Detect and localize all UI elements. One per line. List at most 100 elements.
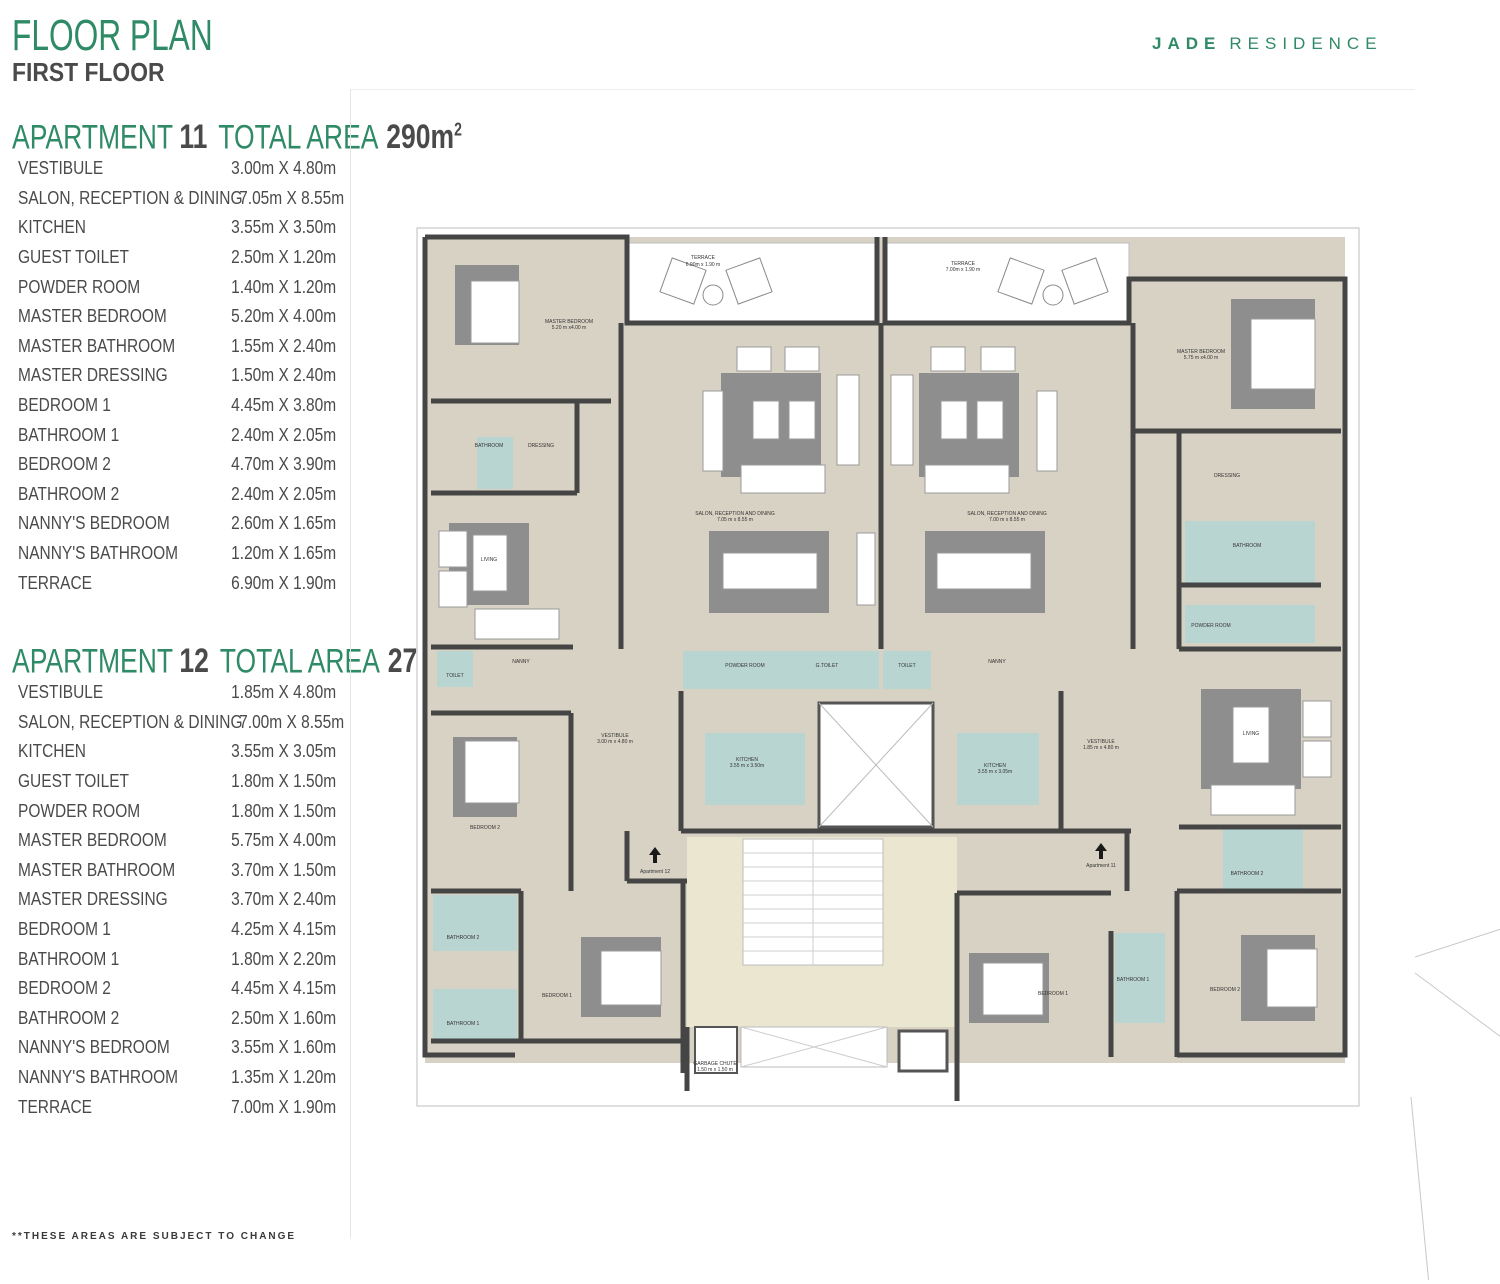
room-name: BEDROOM 2 xyxy=(18,978,111,999)
label-bathroom1-left: BATHROOM 1 xyxy=(447,1021,480,1027)
room-name: NANNY'S BATHROOM xyxy=(18,543,179,564)
label-terrace-left-dim: 6.90m x 1.90 m xyxy=(686,262,720,268)
brand-name-light: RESIDENCE xyxy=(1229,34,1383,53)
room-dimensions: 2.40m X 2.05m xyxy=(231,483,337,504)
room-labels: TERRACE 6.90m x 1.90 m TERRACE 7.00m x 1… xyxy=(446,255,1263,1073)
room-dimensions: 6.90m X 1.90m xyxy=(231,572,337,593)
label-vestibule-right: VESTIBULE xyxy=(1087,739,1115,745)
room-row: KITCHEN 3.55m X 3.05m xyxy=(12,737,342,767)
room-row: VESTIBULE 1.85m X 4.80m xyxy=(12,678,342,708)
room-name: MASTER BEDROOM xyxy=(18,306,167,327)
label-bedroom2-left: BEDROOM 2 xyxy=(470,825,500,831)
room-name: VESTIBULE xyxy=(18,158,104,179)
garbage-chute xyxy=(694,1026,738,1074)
disclaimer-note: **THESE AREAS ARE SUBJECT TO CHANGE xyxy=(12,1231,297,1242)
room-name: POWDER ROOM xyxy=(18,800,141,821)
stair-treads xyxy=(743,839,883,965)
label-master-right: MASTER BEDROOM xyxy=(1177,349,1225,355)
room-dimensions: 1.40m X 1.20m xyxy=(231,276,337,297)
apartment-label: APARTMENT xyxy=(12,118,174,157)
label-garbage-dim: 1.50 m x 1.50 m xyxy=(697,1067,733,1073)
room-dimensions: 1.80m X 2.20m xyxy=(231,948,337,969)
label-apartment12-entry: Apartment 12 xyxy=(640,869,670,875)
room-dimensions: 1.80m X 1.50m xyxy=(231,800,337,821)
brand-logo: JADE RESIDENCE xyxy=(1152,34,1383,54)
room-name: BEDROOM 1 xyxy=(18,919,111,940)
room-dimensions: 1.50m X 2.40m xyxy=(231,365,337,386)
room-dimensions: 4.45m X 3.80m xyxy=(231,395,337,416)
label-gtoilet: G.TOILET xyxy=(816,663,839,669)
room-dimensions: 4.45m X 4.15m xyxy=(231,978,337,999)
room-name: NANNY'S BATHROOM xyxy=(18,1067,179,1088)
walls xyxy=(422,234,1348,1101)
label-nanny-right: NANNY xyxy=(988,659,1006,665)
room-dimensions: 3.55m X 3.50m xyxy=(231,217,337,238)
room-dimensions: 4.70m X 3.90m xyxy=(231,454,337,475)
decorative-lines xyxy=(1410,928,1500,1280)
room-row: BEDROOM 2 4.45m X 4.15m xyxy=(12,974,342,1004)
room-name: SALON, RECEPTION & DINING xyxy=(18,711,243,732)
room-dimensions: 3.55m X 3.05m xyxy=(231,741,337,762)
room-name: SALON, RECEPTION & DINING xyxy=(18,187,243,208)
label-terrace-right-dim: 7.00m x 1.90 m xyxy=(946,267,980,273)
label-bathroom2-right: BATHROOM 2 xyxy=(1231,871,1264,877)
page-title: FLOOR PLAN xyxy=(12,11,213,60)
label-kitchen-left: KITCHEN xyxy=(736,757,758,763)
room-row: BEDROOM 1 4.25m X 4.15m xyxy=(12,915,342,945)
label-kitchen-left-dim: 3.55 m x 3.50m xyxy=(730,763,764,769)
room-dimensions: 2.50m X 1.60m xyxy=(231,1007,337,1028)
entry-arrows xyxy=(649,843,1107,863)
total-area-label: TOTAL AREA xyxy=(218,118,379,157)
room-dimensions: 4.25m X 4.15m xyxy=(231,919,337,940)
apartment-number: 11 xyxy=(179,118,208,157)
label-toilet-center: TOILET xyxy=(898,663,915,669)
label-dressing-left: DRESSING xyxy=(528,443,554,449)
room-name: NANNY'S BEDROOM xyxy=(18,513,170,534)
label-bathroom1-right: BATHROOM 1 xyxy=(1117,977,1150,983)
apartment-number: 12 xyxy=(179,642,209,681)
room-dimensions: 7.00m X 8.55m xyxy=(239,711,345,732)
label-vestibule-left-dim: 3.00 m x 4.80 m xyxy=(597,739,633,745)
label-master-left-dim: 5.20 m x4.00 m xyxy=(552,325,586,331)
floor-plan-panel: TERRACE 6.90m x 1.90 m TERRACE 7.00m x 1… xyxy=(350,89,1500,1280)
label-kitchen-right-dim: 3.55 m x 3.05m xyxy=(978,769,1012,775)
room-dimensions: 1.55m X 2.40m xyxy=(231,335,337,356)
room-name: KITCHEN xyxy=(18,741,86,762)
tiled-wet-rooms xyxy=(433,437,1315,1039)
label-nanny-left: NANNY xyxy=(512,659,530,665)
label-terrace-left: TERRACE xyxy=(691,255,716,261)
label-toilet-left: TOILET xyxy=(446,673,463,679)
room-name: VESTIBULE xyxy=(18,682,104,703)
room-name: BEDROOM 2 xyxy=(18,454,111,475)
label-salon-right-dim: 7.00 m x 8.55 m xyxy=(989,517,1025,523)
room-name: MASTER DRESSING xyxy=(18,889,168,910)
room-dimensions: 1.35m X 1.20m xyxy=(231,1067,337,1088)
label-salon-left-dim: 7.05 m x 8.55 m xyxy=(717,517,753,523)
floor-plan-drawing: TERRACE 6.90m x 1.90 m TERRACE 7.00m x 1… xyxy=(416,227,1500,1280)
label-master-right-dim: 5.75 m x4.00 m xyxy=(1184,355,1218,361)
room-dimensions: 3.55m X 1.60m xyxy=(231,1037,337,1058)
room-name: BATHROOM 2 xyxy=(18,1007,120,1028)
room-row: BATHROOM 2 2.50m X 1.60m xyxy=(12,1004,342,1034)
room-dimensions: 1.20m X 1.65m xyxy=(231,543,337,564)
brand-name-bold: JADE xyxy=(1152,34,1222,53)
room-dimensions: 1.85m X 4.80m xyxy=(231,682,337,703)
total-area-label: TOTAL AREA xyxy=(219,642,380,681)
room-dimensions: 2.50m X 1.20m xyxy=(231,247,337,268)
room-name: NANNY'S BEDROOM xyxy=(18,1037,170,1058)
apartment-label: APARTMENT xyxy=(12,642,174,681)
